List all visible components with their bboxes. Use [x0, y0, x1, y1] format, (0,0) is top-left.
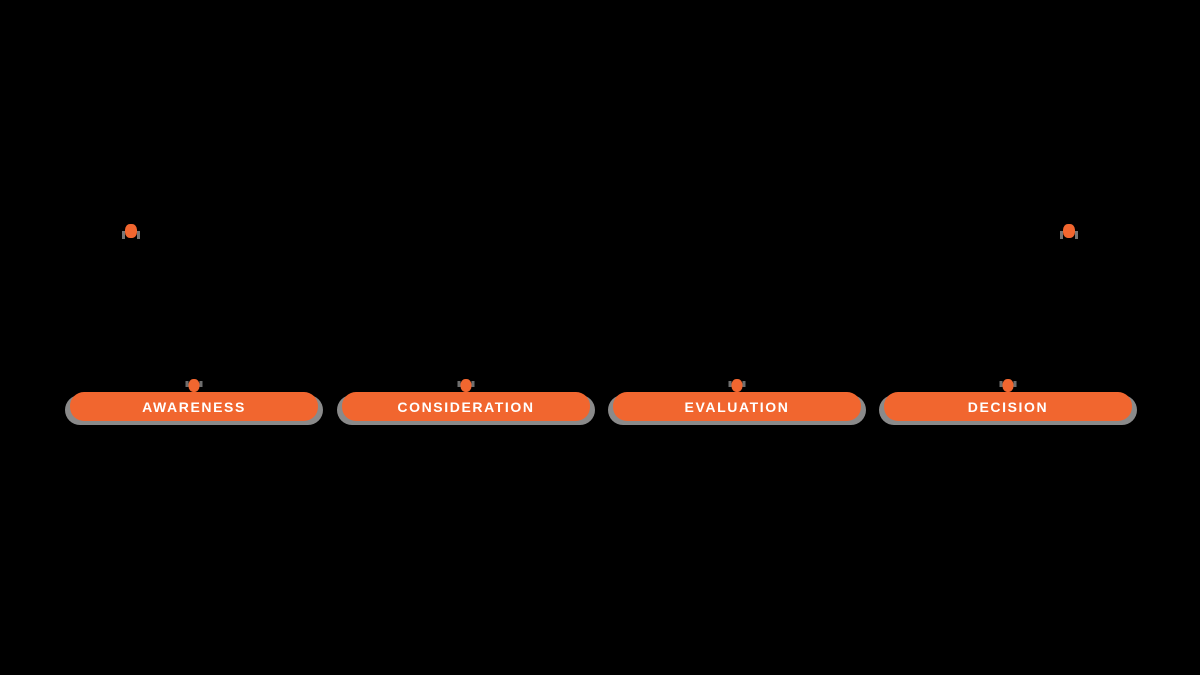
journey-end-marker-icon — [1060, 224, 1078, 239]
stage-decision: DECISION — [879, 379, 1137, 425]
orange-marker-icon — [1060, 224, 1078, 239]
stage-bar: DECISION — [884, 392, 1132, 421]
pin-icon — [728, 379, 746, 392]
pin-icon — [999, 379, 1017, 392]
stage-bar: CONSIDERATION — [342, 392, 590, 421]
stage-label: CONSIDERATION — [397, 398, 535, 415]
stage-consideration: CONSIDERATION — [337, 379, 595, 425]
stage-label: EVALUATION — [684, 398, 790, 415]
stage-bar: AWARENESS — [70, 392, 318, 421]
stage-awareness: AWARENESS — [65, 379, 323, 425]
stage-evaluation: EVALUATION — [608, 379, 866, 425]
stage-label: DECISION — [967, 398, 1049, 415]
journey-start-marker-icon — [122, 224, 140, 239]
stage-bar: EVALUATION — [613, 392, 861, 421]
orange-marker-icon — [122, 224, 140, 239]
stage-label: AWARENESS — [142, 398, 246, 415]
pin-icon — [457, 379, 475, 392]
pin-icon — [185, 379, 203, 392]
